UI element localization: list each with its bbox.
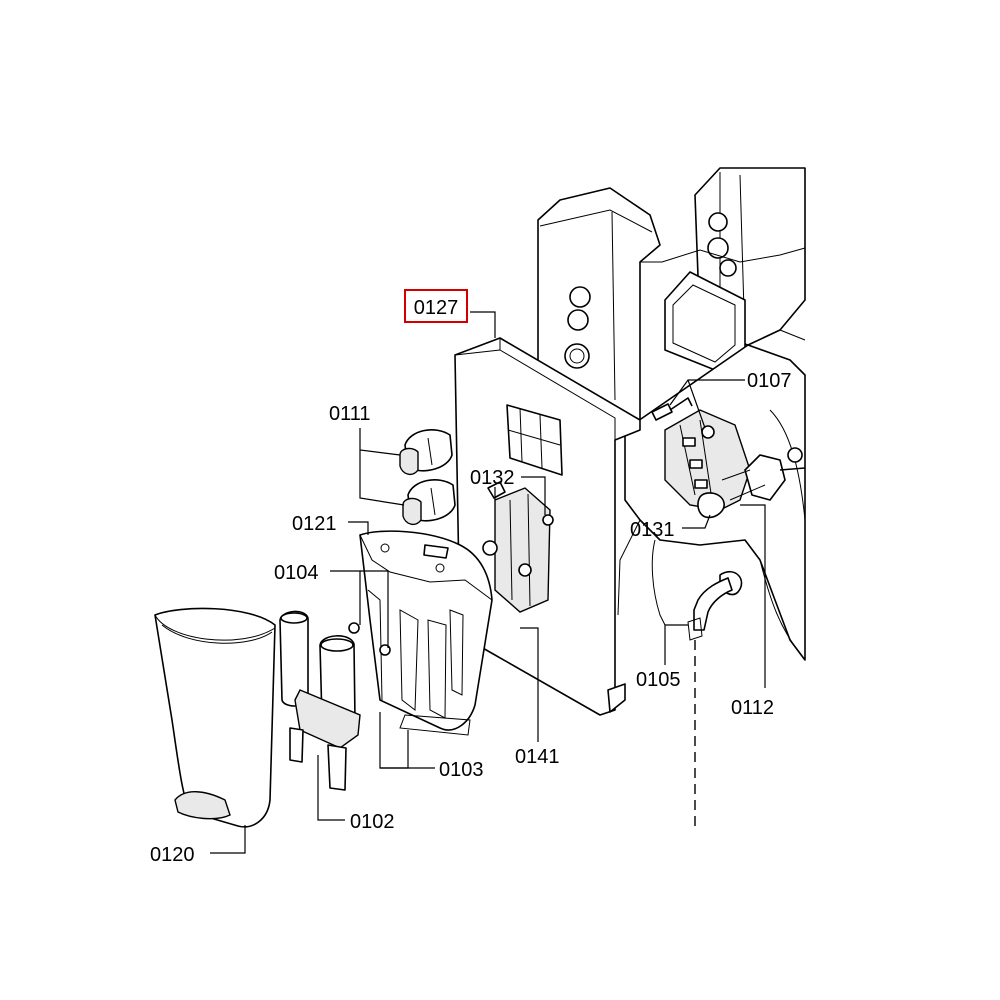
label-0132: 0132	[470, 467, 515, 489]
spout-unit-0102	[279, 610, 361, 791]
cover-0120	[154, 607, 276, 828]
label-0107: 0107	[747, 370, 792, 392]
label-0120: 0120	[150, 844, 195, 866]
knob-lower-0111	[402, 479, 456, 526]
label-0127: 0127	[414, 297, 459, 319]
label-0111: 0111	[329, 403, 371, 425]
valve-block-0107	[651, 397, 806, 519]
knob-upper-0111	[399, 429, 453, 476]
bracket-0132	[482, 481, 554, 613]
label-0104: 0104	[274, 562, 319, 584]
label-0102: 0102	[350, 811, 395, 833]
label-0121: 0121	[292, 513, 337, 535]
highlight-box	[404, 289, 468, 323]
label-0105: 0105	[636, 669, 681, 691]
label-0103: 0103	[439, 759, 484, 781]
label-0112: 0112	[731, 697, 774, 719]
label-0141: 0141	[515, 746, 560, 768]
label-0131: 0131	[630, 519, 675, 541]
pipe-0105	[687, 570, 743, 641]
leader-lines	[210, 311, 766, 854]
drip-housing-0121	[348, 530, 493, 736]
